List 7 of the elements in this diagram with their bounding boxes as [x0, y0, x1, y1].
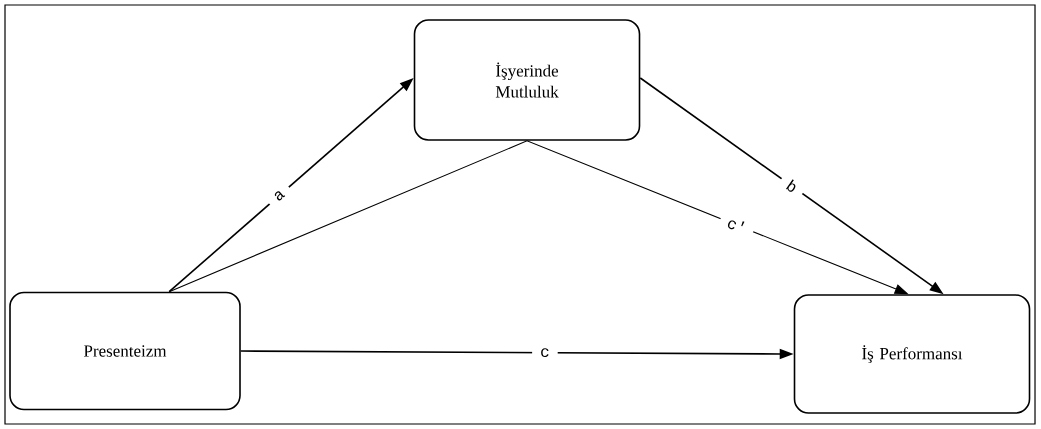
edge-label: a: [261, 177, 297, 214]
process-box: İşyerinde Mutluluk: [413, 19, 641, 141]
edge-label: c: [532, 340, 558, 366]
edge-label: b: [773, 167, 811, 205]
process-box: İş Performansı: [793, 294, 1031, 414]
process-box: Presenteizm: [9, 291, 241, 411]
edge-label: c': [715, 205, 759, 245]
